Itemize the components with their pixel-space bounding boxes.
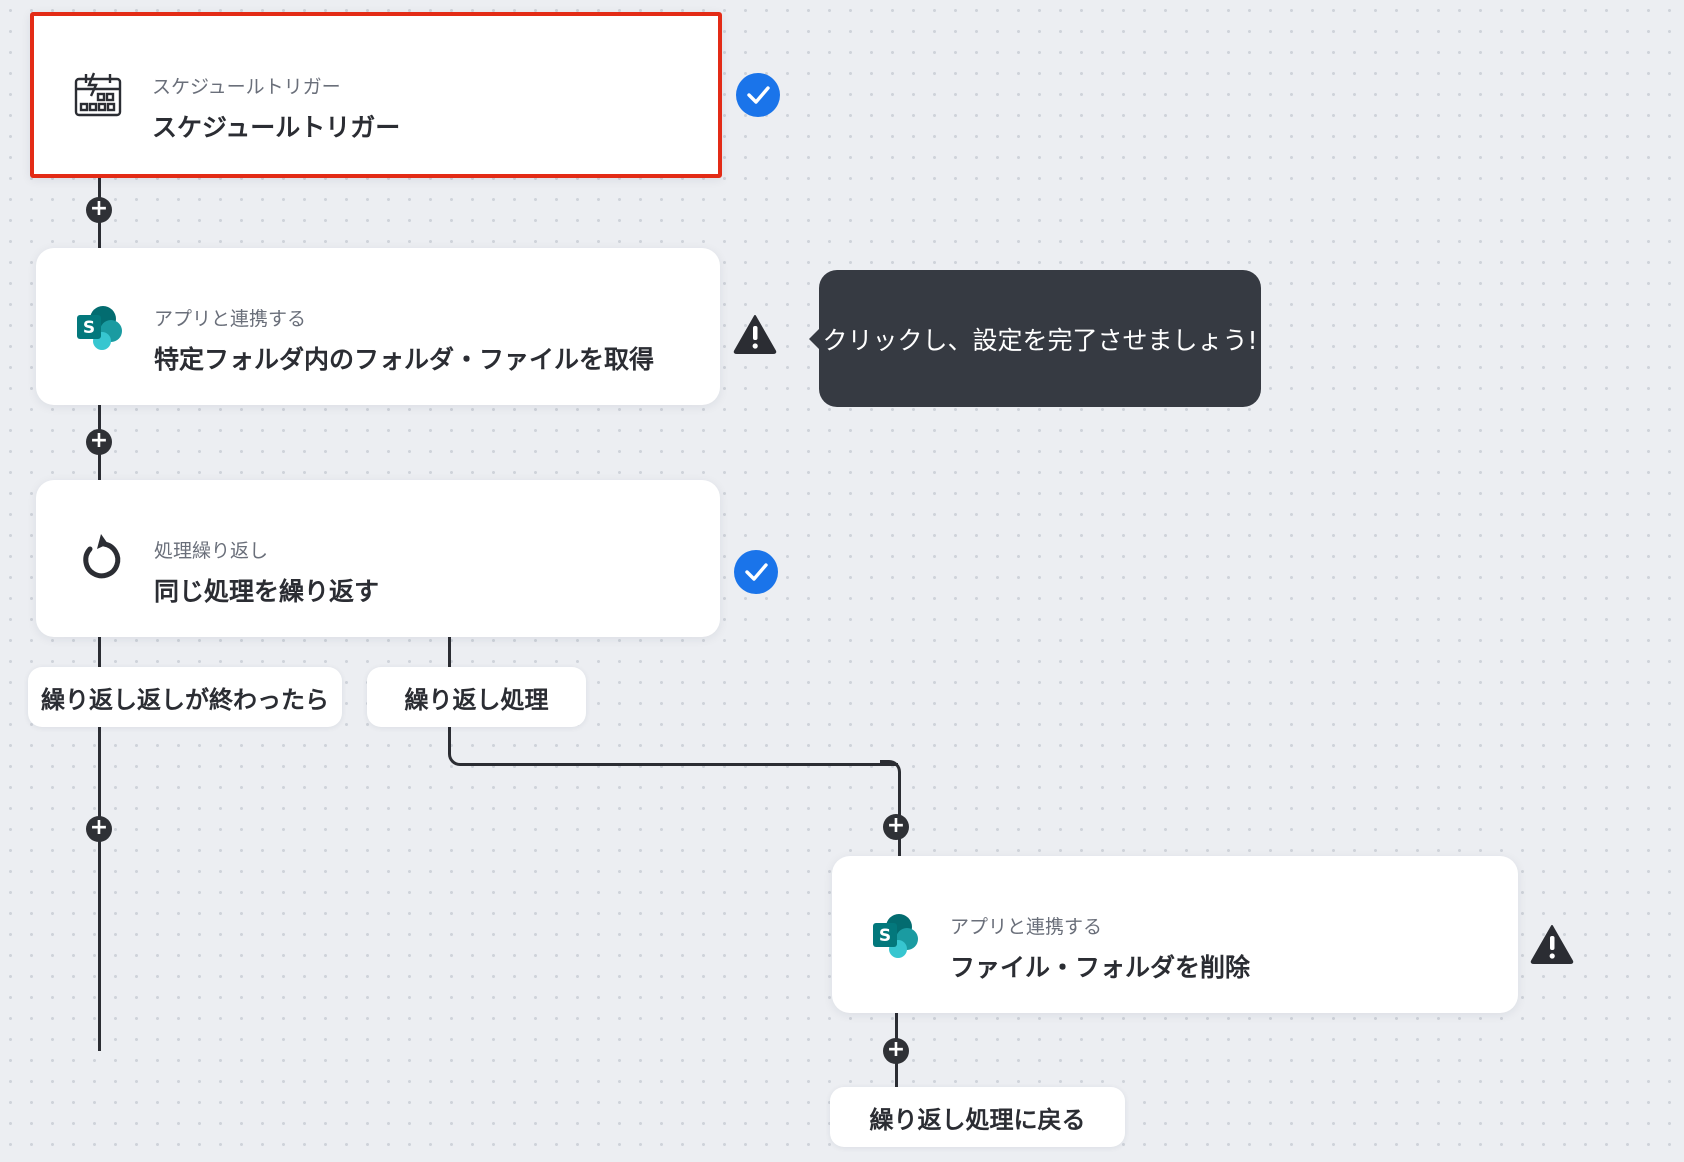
step-card-get-files[interactable]: S アプリと連携する 特定フォルダ内のフォルダ・ファイルを取得	[36, 248, 720, 405]
add-step-button[interactable]: +	[883, 1038, 909, 1064]
step-category: 処理繰り返し	[154, 540, 269, 562]
sharepoint-icon: S	[870, 909, 922, 961]
add-step-button[interactable]: +	[86, 816, 112, 842]
step-title: 特定フォルダ内のフォルダ・ファイルを取得	[154, 345, 655, 374]
add-step-button[interactable]: +	[86, 429, 112, 455]
back-to-loop-label: 繰り返し処理に戻る	[869, 1105, 1086, 1134]
check-icon	[734, 550, 778, 594]
add-step-button[interactable]: +	[86, 197, 112, 223]
step-card-schedule-trigger[interactable]: スケジュールトリガー スケジュールトリガー	[30, 12, 722, 178]
step-category: アプリと連携する	[950, 916, 1103, 938]
warning-icon	[1530, 924, 1574, 964]
add-step-button[interactable]: +	[883, 814, 909, 840]
tooltip-text: クリックし、設定を完了させましょう!	[822, 325, 1258, 355]
branch-loop[interactable]: 繰り返し処理	[367, 667, 586, 727]
step-card-repeat[interactable]: 処理繰り返し 同じ処理を繰り返す	[36, 480, 720, 637]
repeat-icon	[74, 533, 126, 585]
connector-line	[880, 760, 901, 859]
tooltip-arrow	[809, 328, 820, 350]
step-title: スケジュールトリガー	[152, 113, 401, 142]
check-icon	[736, 73, 780, 117]
setup-tooltip: クリックし、設定を完了させましょう!	[819, 270, 1261, 407]
connector-line	[448, 727, 898, 766]
connector-line	[98, 637, 101, 1051]
svg-text:S: S	[83, 318, 95, 338]
step-category: スケジュールトリガー	[152, 76, 341, 98]
step-card-delete-file[interactable]: S アプリと連携する ファイル・フォルダを削除	[832, 856, 1518, 1013]
step-title: 同じ処理を繰り返す	[154, 577, 380, 606]
branch-label: 繰り返し処理	[404, 685, 549, 714]
sharepoint-icon: S	[74, 301, 126, 353]
step-category: アプリと連携する	[154, 308, 307, 330]
warning-icon	[733, 314, 777, 354]
branch-label: 繰り返し返しが終わったら	[41, 685, 329, 714]
svg-text:S: S	[879, 926, 891, 946]
branch-after-loop[interactable]: 繰り返し返しが終わったら	[28, 667, 342, 727]
back-to-loop-button[interactable]: 繰り返し処理に戻る	[830, 1087, 1125, 1147]
step-title: ファイル・フォルダを削除	[950, 953, 1251, 982]
schedule-trigger-icon	[72, 69, 124, 121]
connector-line	[448, 637, 451, 667]
